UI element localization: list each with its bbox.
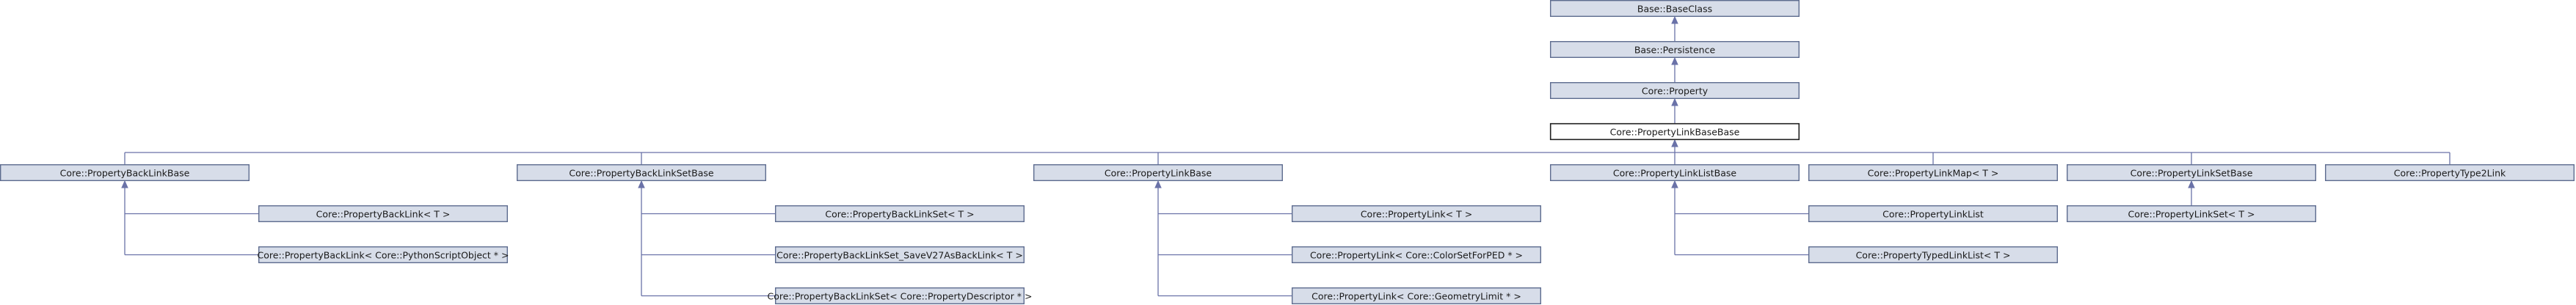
edges-to-base-persistence [1671, 56, 1678, 82]
class-node-box [774, 287, 1025, 305]
class-node-box [1549, 122, 1800, 141]
class-node-box [1549, 81, 1800, 99]
class-node-box [0, 163, 250, 181]
class-node-label: Core::PropertyBackLinkSetBase [569, 168, 713, 179]
inheritance-arrowhead [1671, 56, 1678, 65]
class-node-box [258, 205, 509, 223]
class-node-box [258, 246, 509, 264]
class-node-core-propertytype2link[interactable]: Core::PropertyType2Link [2324, 163, 2575, 181]
class-node-core-propertylink-colorset[interactable]: Core::PropertyLink< Core::ColorSetForPED… [1291, 246, 1541, 264]
class-node-box [517, 163, 767, 181]
edges-to-core-propertylinklistbase [1671, 180, 1808, 256]
class-node-label: Core::PropertyLinkBase [1105, 168, 1212, 179]
class-node-core-propertybacklink-python[interactable]: Core::PropertyBackLink< Core::PythonScri… [258, 246, 509, 264]
class-node-box [1291, 287, 1541, 305]
class-node-box [2066, 163, 2316, 181]
class-node-box [1033, 163, 1283, 181]
class-node-label: Core::PropertyLinkBaseBase [1610, 127, 1740, 138]
class-node-label: Core::PropertyTypedLinkList< T > [1856, 250, 2011, 261]
class-node-label: Core::PropertyLinkListBase [1613, 168, 1736, 179]
class-node-core-propertylinkbase[interactable]: Core::PropertyLinkBase [1033, 163, 1283, 181]
inheritance-arrowhead [2188, 180, 2195, 188]
class-node-box [1808, 205, 2058, 223]
class-node-label: Core::PropertyLinkList [1882, 209, 1984, 220]
class-node-core-propertylinksetbase[interactable]: Core::PropertyLinkSetBase [2066, 163, 2316, 181]
class-node-box [2324, 163, 2575, 181]
class-node-label: Core::PropertyLink< Core::ColorSetForPED… [1310, 250, 1523, 261]
class-node-core-propertybacklinkset-descriptor[interactable]: Core::PropertyBackLinkSet< Core::Propert… [767, 287, 1033, 305]
class-node-label: Core::Property [1642, 86, 1709, 97]
class-node-box [774, 246, 1025, 264]
class-node-core-propertybacklinkset-savev27[interactable]: Core::PropertyBackLinkSet_SaveV27AsBackL… [774, 246, 1025, 264]
class-node-core-propertytypedlinklist[interactable]: Core::PropertyTypedLinkList< T > [1808, 246, 2058, 264]
class-node-label: Core::PropertyLinkMap< T > [1868, 168, 1999, 179]
class-node-box [2066, 205, 2316, 223]
class-node-core-propertylinkset-t[interactable]: Core::PropertyLinkSet< T > [2066, 205, 2316, 223]
class-node-label: Core::PropertyType2Link [2394, 168, 2506, 179]
edges-to-base-baseclass [1671, 15, 1678, 41]
inheritance-arrowhead [1671, 139, 1678, 147]
class-node-base-persistence[interactable]: Base::Persistence [1549, 41, 1800, 59]
edges-to-core-propertylinksetbase [2188, 180, 2195, 205]
edges-to-core-propertybacklinkbase [121, 180, 258, 256]
class-node-core-propertylinklistbase[interactable]: Core::PropertyLinkListBase [1549, 163, 1800, 181]
class-node-label: Core::PropertyLinkSet< T > [2128, 209, 2255, 220]
class-node-box [1549, 0, 1800, 18]
class-node-core-propertylinkbasebase[interactable]: Core::PropertyLinkBaseBase [1549, 122, 1800, 141]
class-node-label: Core::PropertyLink< Core::GeometryLimit … [1311, 291, 1521, 302]
edges-layer [121, 15, 2451, 297]
class-node-core-propertybacklink-t[interactable]: Core::PropertyBackLink< T > [258, 205, 509, 223]
class-node-core-propertylink-geometrylimit[interactable]: Core::PropertyLink< Core::GeometryLimit … [1291, 287, 1541, 305]
edges-to-core-propertybacklinksetbase [638, 180, 775, 297]
class-node-box [774, 205, 1025, 223]
class-node-label: Core::PropertyBackLinkBase [60, 168, 190, 179]
inheritance-arrowhead [1671, 180, 1678, 188]
class-node-core-propertylinkmap[interactable]: Core::PropertyLinkMap< T > [1808, 163, 2058, 181]
inheritance-arrowhead [1671, 98, 1678, 106]
class-node-base-baseclass[interactable]: Base::BaseClass [1549, 0, 1800, 18]
class-node-label: Core::PropertyBackLinkSet< T > [825, 209, 974, 220]
class-node-core-propertybacklinkset-t[interactable]: Core::PropertyBackLinkSet< T > [774, 205, 1025, 223]
edges-to-core-property [1671, 98, 1678, 123]
class-node-box [1291, 205, 1541, 223]
inheritance-arrowhead [121, 180, 128, 188]
class-node-core-property[interactable]: Core::Property [1549, 81, 1800, 99]
class-node-label: Base::BaseClass [1637, 4, 1712, 15]
class-node-core-propertylinklist[interactable]: Core::PropertyLinkList [1808, 205, 2058, 223]
class-node-box [1549, 41, 1800, 59]
edges-to-core-propertylinkbase [1154, 180, 1292, 297]
class-node-core-propertybacklinkbase[interactable]: Core::PropertyBackLinkBase [0, 163, 250, 181]
class-node-box [1549, 163, 1800, 181]
inheritance-arrowhead [1154, 180, 1162, 188]
class-node-box [1808, 163, 2058, 181]
inheritance-arrowhead [1671, 15, 1678, 24]
edges-to-core-propertylinkbasebase [124, 139, 2451, 164]
class-node-box [1291, 246, 1541, 264]
class-node-label: Core::PropertyBackLinkSet< Core::Propert… [767, 291, 1032, 302]
class-node-label: Core::PropertyBackLinkSet_SaveV27AsBackL… [776, 250, 1023, 261]
class-node-core-propertylink-t[interactable]: Core::PropertyLink< T > [1291, 205, 1541, 223]
class-node-core-propertybacklinksetbase[interactable]: Core::PropertyBackLinkSetBase [517, 163, 767, 181]
class-node-label: Core::PropertyLink< T > [1361, 209, 1472, 220]
class-node-box [1808, 246, 2058, 264]
class-node-label: Core::PropertyBackLink< Core::PythonScri… [258, 250, 509, 261]
class-node-label: Core::PropertyLinkSetBase [2131, 168, 2253, 179]
inheritance-arrowhead [638, 180, 645, 188]
class-node-label: Core::PropertyBackLink< T > [316, 209, 451, 220]
class-node-label: Base::Persistence [1634, 45, 1716, 56]
